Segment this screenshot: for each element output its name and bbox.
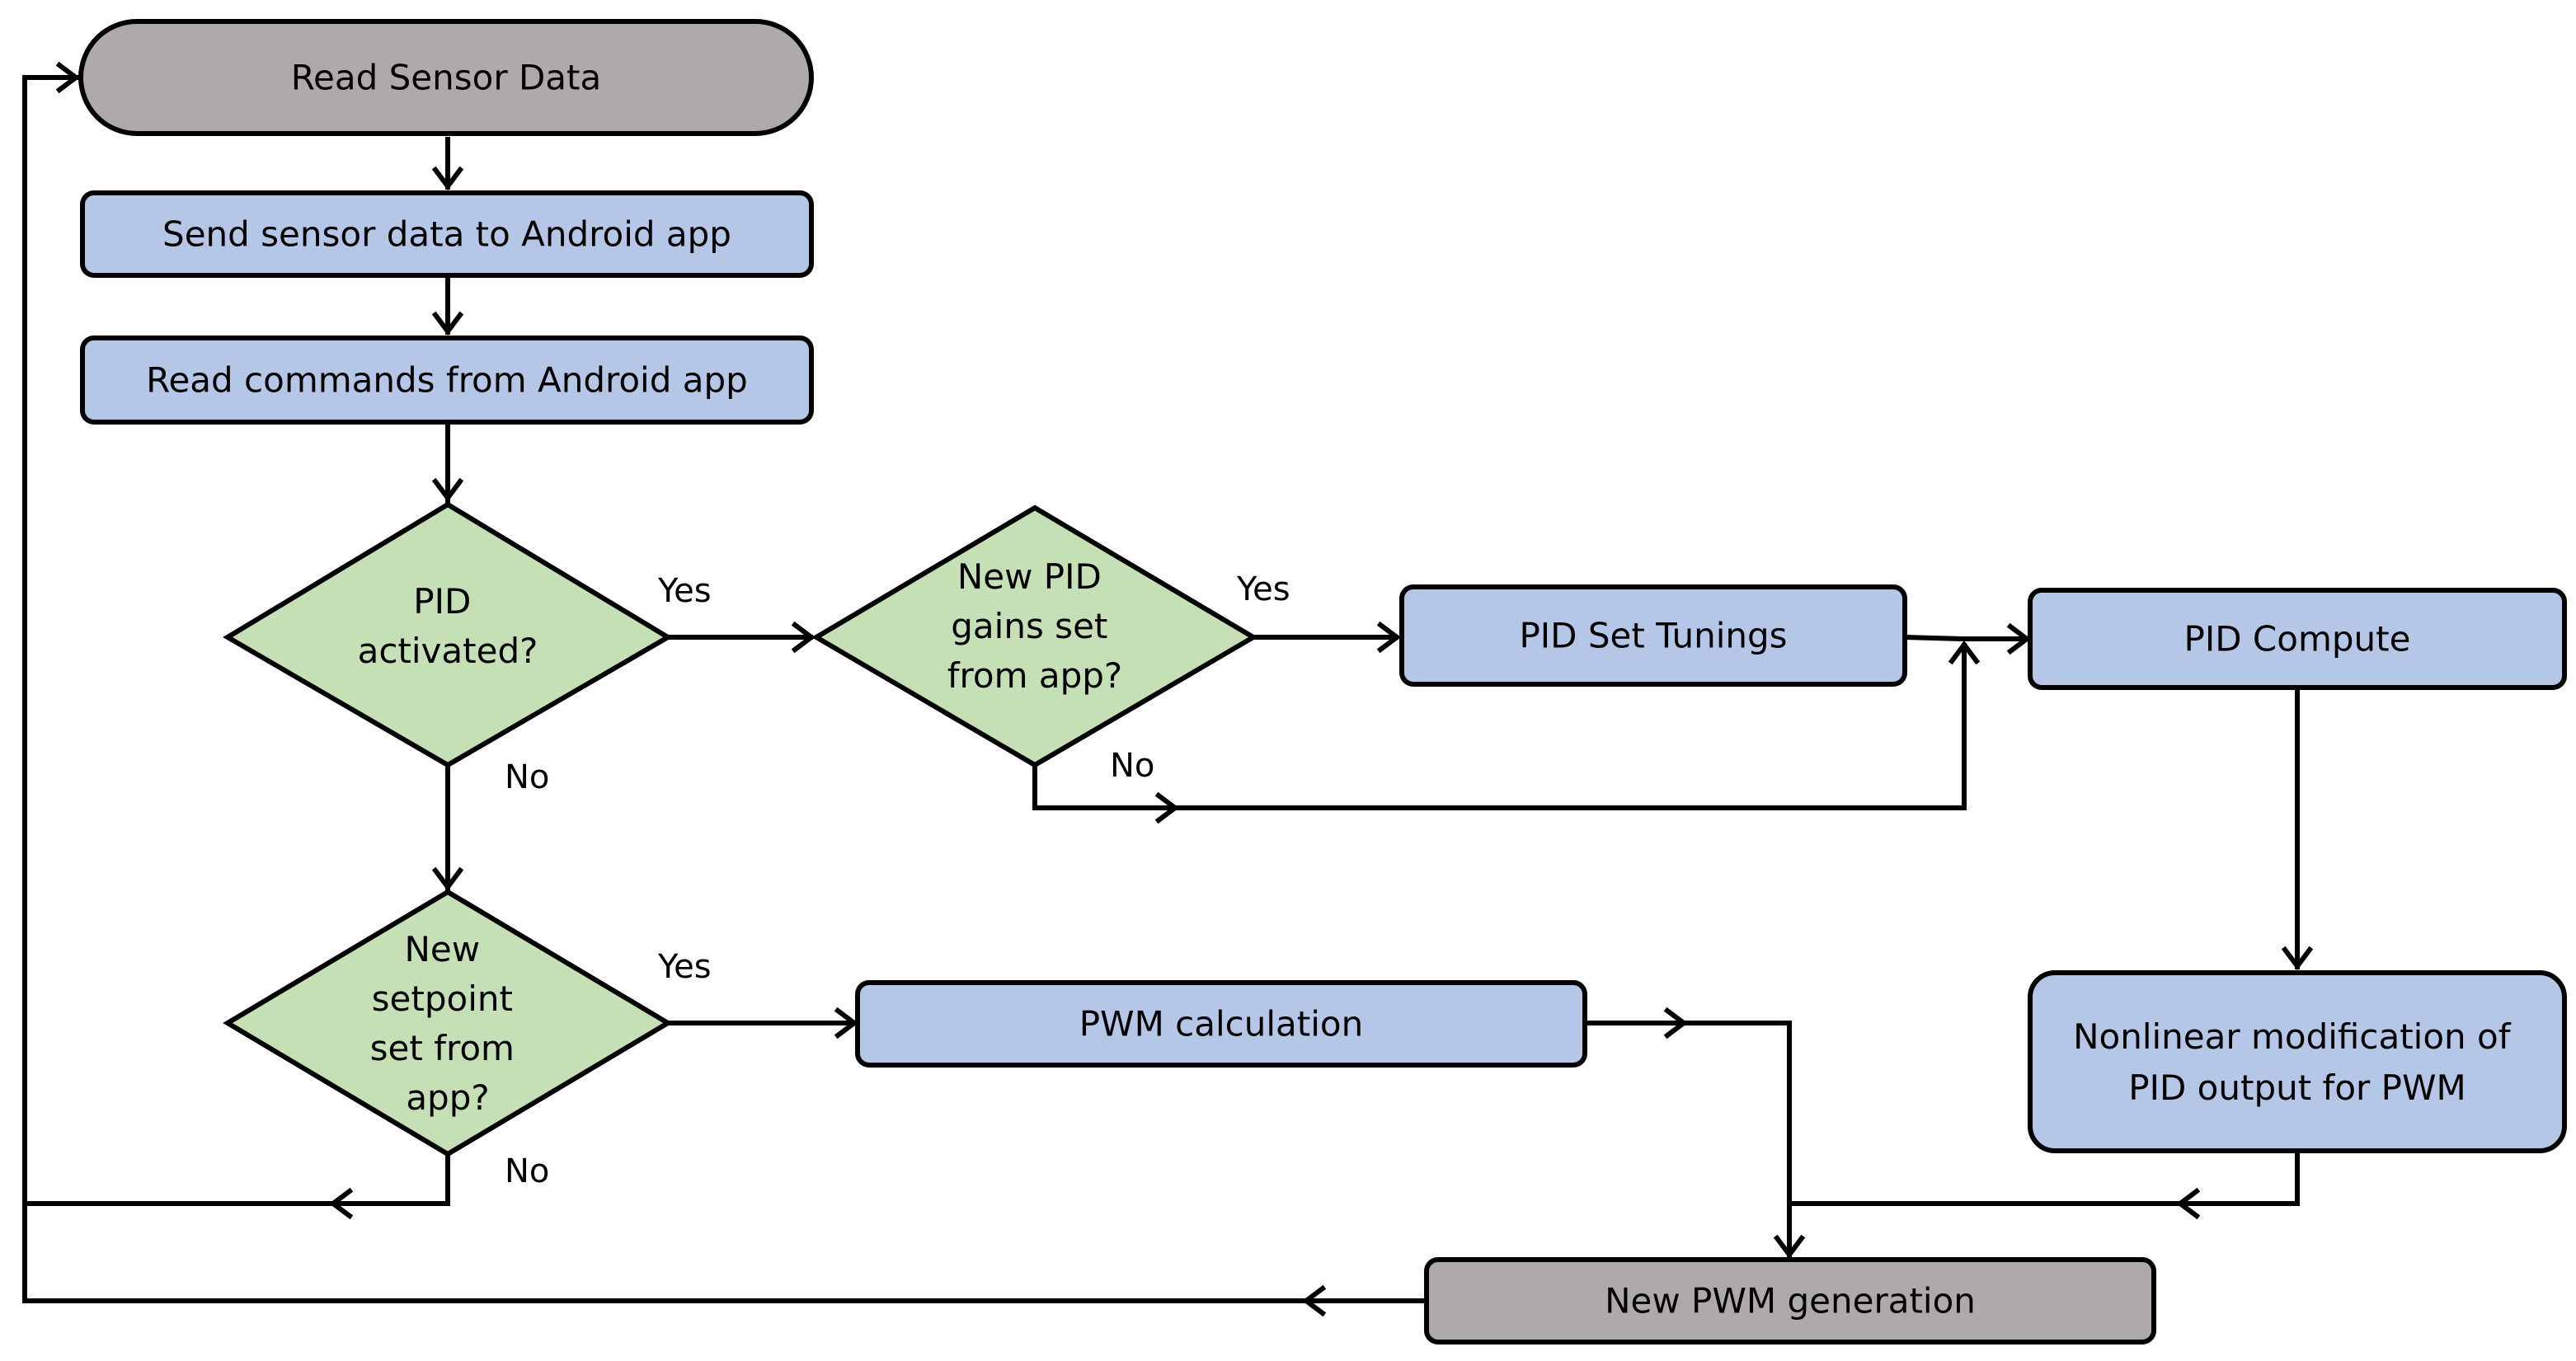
node-label-line: PID output for PWM <box>2128 1068 2466 1108</box>
node-read-sensor-data: Read Sensor Data <box>78 19 814 136</box>
arrowhead <box>1663 1007 1688 1040</box>
edge-label-pid-activated-yes: Yes <box>657 572 712 610</box>
arrowhead <box>1948 641 1981 665</box>
arrowhead <box>431 477 464 502</box>
edge-new-setpoint-no <box>25 1154 450 1206</box>
node-label-line: setpoint <box>372 979 513 1019</box>
arrowhead <box>2176 1187 2201 1220</box>
arrowhead <box>431 311 464 336</box>
node-label-line: activated? <box>358 631 538 671</box>
node-nonlinear-modification: Nonlinear modification of PID output for… <box>2028 970 2567 1153</box>
node-label-line: PID Compute <box>2184 619 2411 659</box>
node-pid-activated: PID activated? <box>223 501 673 768</box>
node-label-line: Send sensor data to Android app <box>162 214 731 255</box>
edge-generation-loop-back <box>22 75 1425 1303</box>
node-label-line: from app? <box>947 655 1122 696</box>
svg-text:PID Set Tunings: PID Set Tunings <box>1519 616 1787 656</box>
node-label-line: app? <box>406 1077 489 1118</box>
node-label-line: gains set <box>951 606 1107 646</box>
node-label-line: PID Set Tunings <box>1519 616 1787 656</box>
svg-text:Nonlinear modification of: Nonlinear modification of PID output for… <box>2073 1016 2522 1108</box>
node-pwm-calculation: PWM calculation <box>855 980 1587 1068</box>
node-pid-compute: PID Compute <box>2028 588 2567 690</box>
arrowhead <box>1154 791 1179 824</box>
node-pid-set-tunings: PID Set Tunings <box>1399 584 1907 687</box>
arrowhead <box>1376 621 1401 654</box>
arrowhead <box>431 166 464 190</box>
edge-label-pid-activated-no: No <box>505 758 549 796</box>
svg-text:Read commands from Android app: Read commands from Android app <box>146 360 748 401</box>
node-new-pwm-generation: New PWM generation <box>1424 1257 2156 1345</box>
node-new-setpoint: New setpoint set from app? <box>223 889 673 1157</box>
arrowhead <box>834 1007 858 1040</box>
node-label-line: set from <box>370 1028 515 1068</box>
svg-text:New PWM generation: New PWM generation <box>1605 1281 1976 1321</box>
node-label-line: PID <box>413 581 471 622</box>
edge-label-new-pid-gains-no: No <box>1110 747 1154 785</box>
edge-pwm-calc-to-generation <box>1585 1021 1792 1258</box>
arrowhead <box>1773 1234 1806 1259</box>
nodes: Read Sensor Data Send sensor data to And… <box>78 19 2567 1345</box>
arrowhead <box>329 1187 354 1220</box>
svg-text:Read Sensor Data: Read Sensor Data <box>291 58 601 98</box>
connectors <box>22 61 2314 1317</box>
edge-new-pid-gains-no <box>1032 643 1967 810</box>
node-label-line: New PWM generation <box>1605 1281 1976 1321</box>
arrowhead <box>55 61 80 94</box>
svg-text:PID activated?: PID activated? <box>358 581 538 671</box>
node-label-line: New <box>405 929 481 969</box>
edge-nonlinear-to-generation <box>1789 1152 2300 1206</box>
node-label-line: Read commands from Android app <box>146 360 748 401</box>
edge-set-tunings-to-compute <box>1904 635 2030 641</box>
node-label-line: Nonlinear modification of <box>2073 1016 2512 1057</box>
arrowhead <box>2281 946 2314 970</box>
svg-text:Send sensor data to Android ap: Send sensor data to Android app <box>162 214 731 255</box>
node-read-commands: Read commands from Android app <box>80 336 814 425</box>
arrowhead <box>791 621 816 654</box>
edge-label-new-setpoint-yes: Yes <box>657 948 712 986</box>
svg-text:New setpoint s: New setpoint set from app? <box>370 929 526 1118</box>
svg-text:New PID gains set: New PID gains set from app? <box>947 556 1122 696</box>
svg-text:PWM calculation: PWM calculation <box>1079 1004 1364 1044</box>
edge-label-new-setpoint-no: No <box>505 1152 549 1190</box>
edge-label-new-pid-gains-yes: Yes <box>1236 570 1290 608</box>
arrowhead <box>2006 622 2031 655</box>
arrowhead <box>1302 1284 1327 1317</box>
node-label-line: PWM calculation <box>1079 1004 1364 1044</box>
edge-labels: Yes No Yes No Yes No <box>505 570 1290 1190</box>
node-label-line: New PID <box>957 556 1102 597</box>
svg-text:PID Compute: PID Compute <box>2184 619 2411 659</box>
node-new-pid-gains: New PID gains set from app? <box>811 505 1258 768</box>
node-send-sensor-data: Send sensor data to Android app <box>80 190 814 278</box>
arrowhead <box>431 866 464 891</box>
node-label-line: Read Sensor Data <box>291 58 601 98</box>
